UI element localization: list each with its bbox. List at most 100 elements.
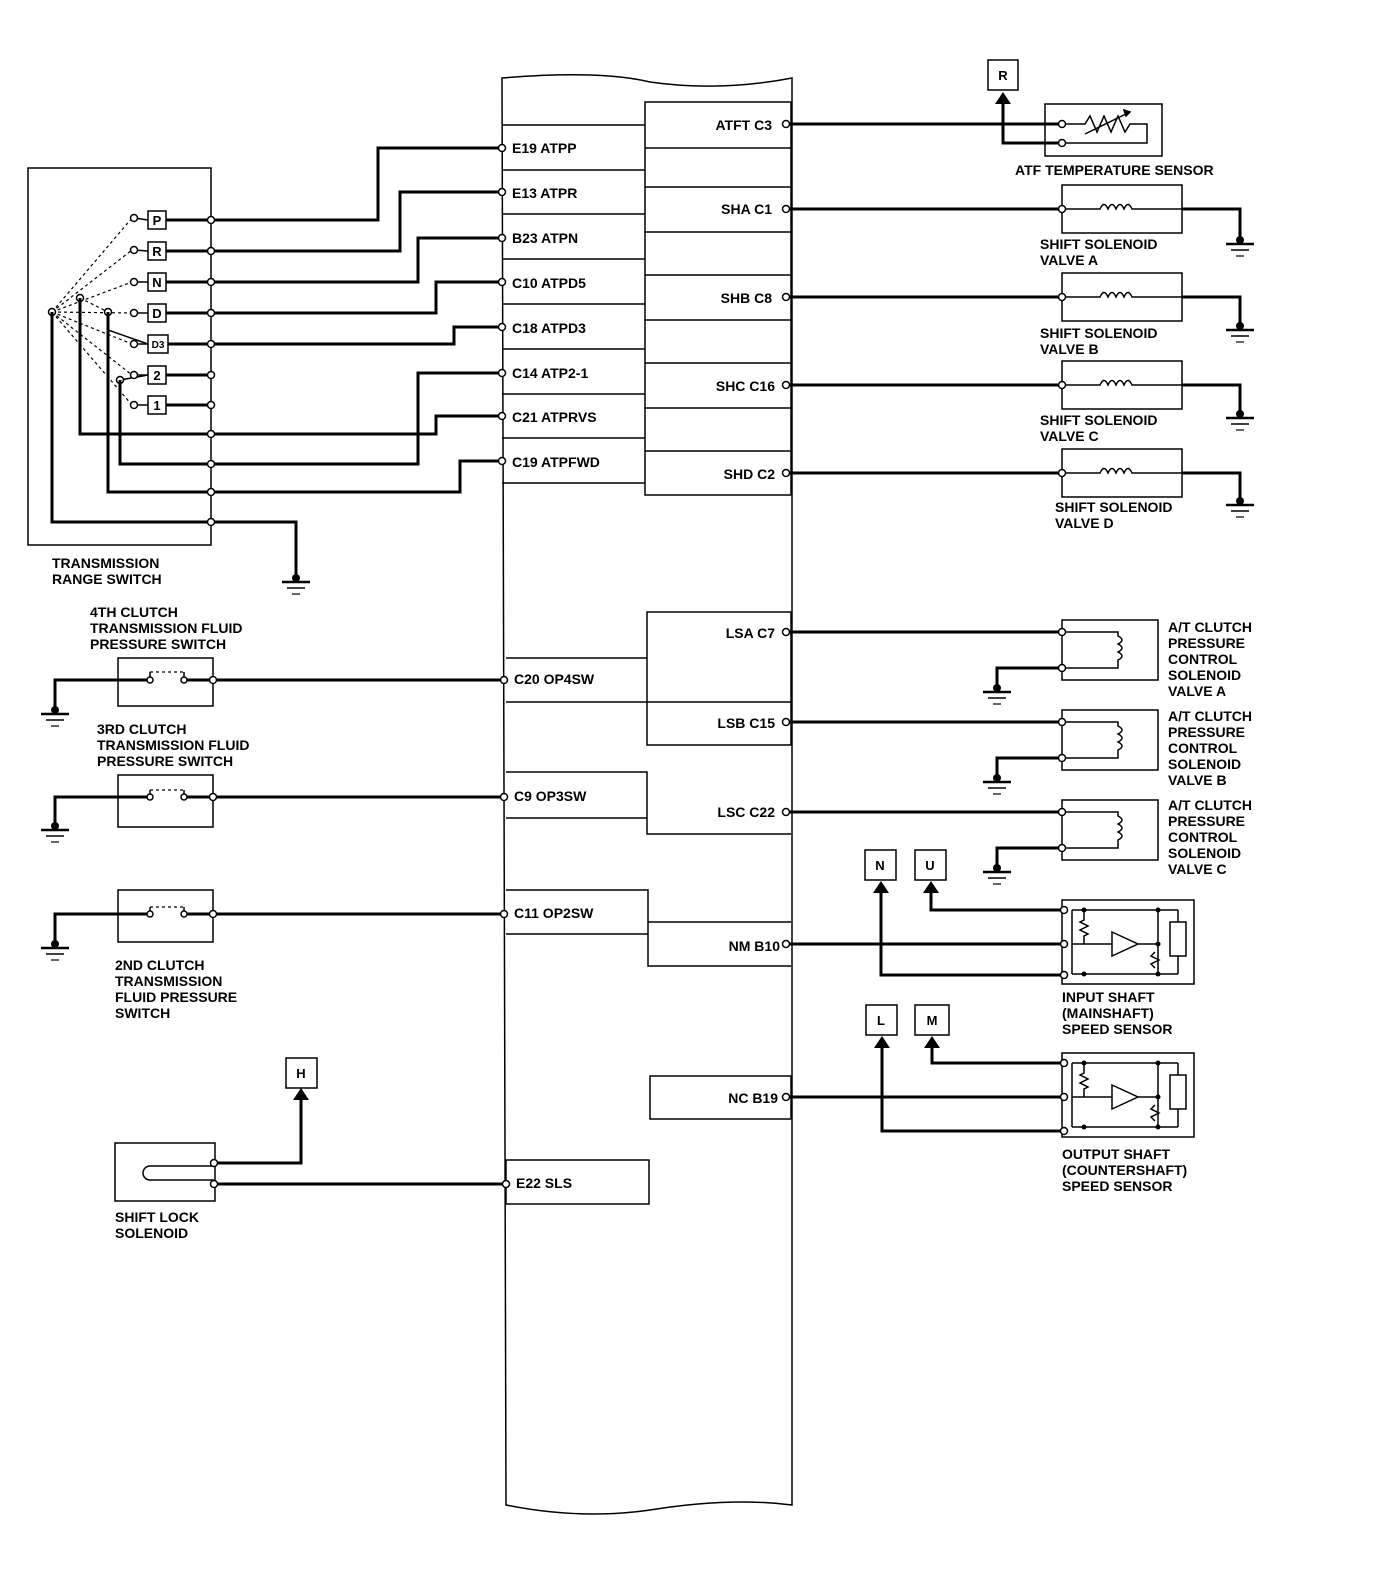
shift-solenoid-c — [781, 360, 1256, 432]
connector-h-box — [285, 1057, 318, 1089]
pcs-b — [781, 709, 1159, 796]
pin-c18: C18 ATPD3 — [512, 320, 586, 336]
connector-m: M — [927, 1013, 938, 1028]
sw4-box — [117, 657, 214, 707]
shift-lock-label-line1: SHIFT LOCK — [115, 1209, 199, 1225]
sw4-wiring — [53, 678, 502, 706]
pin-c10: C10 ATPD5 — [512, 275, 586, 291]
pcs-b-label-line3: CONTROL — [1168, 740, 1238, 756]
sw4-ground — [39, 702, 71, 728]
atf-sensor-resistor — [1062, 108, 1148, 144]
input-sensor-label-line2: (MAINSHAFT) — [1062, 1005, 1154, 1021]
output-speed-wiring — [786, 1048, 1062, 1133]
position-1: 1 — [153, 398, 160, 413]
sw2-box — [117, 889, 214, 943]
connector-u-box — [914, 849, 947, 881]
input-sensor-label-line3: SPEED SENSOR — [1062, 1021, 1172, 1037]
sw3-box — [117, 774, 214, 828]
shift-lock-box — [114, 1142, 216, 1202]
solenoid-a-label-line2: VALVE A — [1040, 252, 1098, 268]
shift-solenoid-a — [781, 184, 1256, 258]
pin-e22: E22 SLS — [516, 1175, 572, 1191]
pin-b19: NC B19 — [728, 1090, 778, 1106]
output-speed-sensor — [1061, 1052, 1195, 1138]
connector-l-box — [865, 1004, 898, 1036]
solenoid-b-label-line2: VALVE B — [1040, 341, 1099, 357]
sw4-label-line1: 4TH CLUTCH — [90, 604, 178, 620]
pcs-a-label-line1: A/T CLUTCH — [1168, 619, 1252, 635]
input-speed-wiring — [786, 893, 1062, 977]
connector-l: L — [877, 1013, 885, 1028]
range-switch-contacts — [47, 213, 149, 410]
connector-u: U — [925, 858, 934, 873]
sw2-contacts — [146, 906, 188, 918]
pin-b23: B23 ATPN — [512, 230, 578, 246]
solenoid-b-label-line1: SHIFT SOLENOID — [1040, 325, 1157, 341]
atf-sensor-box — [1044, 103, 1163, 157]
pin-c1: SHA C1 — [721, 201, 772, 217]
connector-r-box — [987, 59, 1019, 91]
atf-sensor-wiring — [786, 104, 1062, 145]
pcs-b-label-line1: A/T CLUTCH — [1168, 708, 1252, 724]
pcs-c-label-line3: CONTROL — [1168, 829, 1238, 845]
sw3-label-line1: 3RD CLUTCH — [97, 721, 186, 737]
shift-lock-coil — [142, 1165, 214, 1181]
position-d3: D3 — [152, 340, 165, 351]
range-switch-terminals — [206, 143, 507, 527]
sw3-wiring — [53, 795, 502, 822]
solenoid-c-label-line1: SHIFT SOLENOID — [1040, 412, 1157, 428]
range-switch-label-line2: RANGE SWITCH — [52, 571, 162, 587]
sw3-label-line2: TRANSMISSION FLUID — [97, 737, 249, 753]
range-switch-wiring — [50, 146, 502, 572]
sw4-label-line3: PRESSURE SWITCH — [90, 636, 226, 652]
pcs-b-label-line2: PRESSURE — [1168, 724, 1245, 740]
pin-c2: SHD C2 — [724, 466, 776, 482]
sw2-label-line4: SWITCH — [115, 1005, 170, 1021]
position-r: R — [152, 244, 162, 259]
position-d: D — [152, 306, 161, 321]
pcs-a-label-line3: CONTROL — [1168, 651, 1238, 667]
pcm-right-pin-table — [505, 101, 792, 1205]
sw3-label-line3: PRESSURE SWITCH — [97, 753, 233, 769]
solenoid-a-label-line1: SHIFT SOLENOID — [1040, 236, 1157, 252]
sw4-contacts — [146, 671, 188, 684]
range-switch-box — [27, 167, 212, 546]
pcs-a-label-line4: SOLENOID — [1168, 667, 1241, 683]
pcs-b-label-line4: SOLENOID — [1168, 756, 1241, 772]
pcs-c-label-line4: SOLENOID — [1168, 845, 1241, 861]
pin-e13: E13 ATPR — [512, 185, 577, 201]
pcs-a-label-line5: VALVE A — [1168, 683, 1226, 699]
pin-c20: C20 OP4SW — [514, 671, 595, 687]
pcs-c-label-line2: PRESSURE — [1168, 813, 1245, 829]
pin-c8: SHB C8 — [721, 290, 773, 306]
sw2-wiring — [53, 912, 502, 940]
position-2: 2 — [153, 368, 160, 383]
sw3-ground — [39, 818, 71, 844]
output-sensor-label-line2: (COUNTERSHAFT) — [1062, 1162, 1187, 1178]
pcs-b-label-line5: VALVE B — [1168, 772, 1227, 788]
connector-r: R — [998, 68, 1008, 83]
atf-sensor-label: ATF TEMPERATURE SENSOR — [1015, 162, 1214, 178]
pin-c14: C14 ATP2-1 — [512, 365, 588, 381]
range-switch-positions: P R N D D3 2 1 — [147, 210, 169, 415]
shift-lock-label-line2: SOLENOID — [115, 1225, 188, 1241]
pin-e19: E19 ATPP — [512, 140, 577, 156]
connector-m-box — [914, 1004, 950, 1036]
pin-c7: LSA C7 — [726, 625, 775, 641]
solenoid-c-label-line2: VALVE C — [1040, 428, 1099, 444]
pin-c16: SHC C16 — [716, 378, 775, 394]
pcs-c-label-line1: A/T CLUTCH — [1168, 797, 1252, 813]
solenoid-d-label-line1: SHIFT SOLENOID — [1055, 499, 1172, 515]
connector-n-box — [864, 849, 897, 881]
position-p: P — [153, 213, 162, 228]
sw4-label-line2: TRANSMISSION FLUID — [90, 620, 242, 636]
pcs-a — [781, 619, 1159, 706]
sw2-label-line2: TRANSMISSION — [115, 973, 222, 989]
pcm-left-pin-table — [502, 124, 645, 484]
pin-c9: C9 OP3SW — [514, 788, 587, 804]
pin-c21: C21 ATPRVS — [512, 409, 597, 425]
pcs-c — [781, 799, 1159, 886]
pcm-body — [501, 74, 793, 1515]
connector-n: N — [875, 858, 884, 873]
